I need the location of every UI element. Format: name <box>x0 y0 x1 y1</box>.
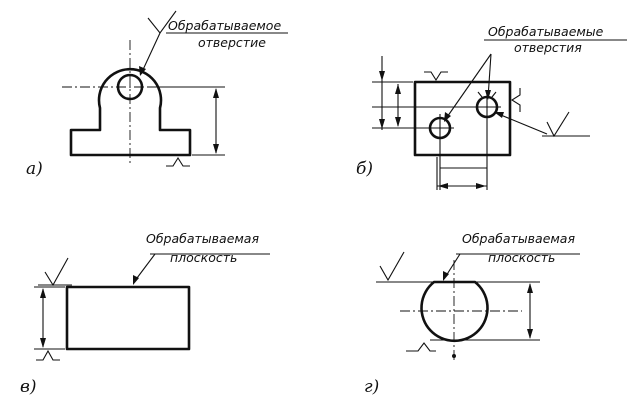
figure-a-dimension-arrow-top <box>213 88 219 98</box>
figure-g: Обрабатываемая плоскость г) <box>364 231 580 397</box>
figure-b-dimension-arrow-outer-top <box>379 71 385 81</box>
figure-b-hole-tick-2 <box>491 91 497 98</box>
figure-v-caption: в) <box>20 377 37 397</box>
figure-b-leader-arrow-right <box>485 90 491 100</box>
figure-g-datum-symbol <box>406 342 436 352</box>
figure-g-caption: г) <box>364 377 379 397</box>
figure-b-roughness-mark <box>546 111 570 138</box>
figure-v: Обрабатываемая плоскость в) <box>20 231 270 397</box>
figure-a-label-line2: отверстие <box>198 35 266 50</box>
figure-a-part-outline <box>69 67 192 157</box>
figure-b-leader-arrow-left <box>444 112 451 122</box>
figure-v-dimension-arrow-top <box>40 288 46 298</box>
figure-g-leader-arrow <box>443 271 449 281</box>
figure-b-datum-symbol-top <box>424 71 448 82</box>
figure-b-leader-left-hole <box>444 53 492 121</box>
figure-g-label-line1: Обрабатываемая <box>462 231 575 246</box>
figure-a: Обрабатываемое отверстие а) <box>26 10 288 179</box>
figure-g-dimension-arrow-bottom <box>527 329 533 339</box>
figure-v-roughness-mark <box>44 257 69 287</box>
figure-b: Обрабатываемые отверстия б) <box>356 24 627 190</box>
figure-b-roughness-leader-arrow <box>494 112 504 118</box>
figure-b-dimension-arrow-outer-bottom <box>379 119 385 129</box>
figure-b-dimension-arrow-inner-top <box>395 84 401 94</box>
figure-v-label-line2: плоскость <box>170 250 237 265</box>
figure-g-roughness-mark <box>379 251 405 282</box>
figure-a-leader-line <box>140 32 161 75</box>
figure-g-center-dot <box>452 354 456 358</box>
figure-b-dimension-arrow-lower-left <box>438 183 448 189</box>
figure-g-part-outline <box>420 280 489 343</box>
figure-b-datum-symbol-right <box>510 88 521 112</box>
figure-a-dimension-arrow-bottom <box>213 144 219 154</box>
figure-v-leader-arrow <box>133 275 139 285</box>
figure-b-label-line1: Обрабатываемые <box>488 24 604 39</box>
figure-v-label-line1: Обрабатываемая <box>146 231 259 246</box>
figure-b-hole-tick-1 <box>477 91 483 98</box>
figure-b-roughness-leader <box>495 112 548 135</box>
figure-a-datum-symbol <box>166 156 190 167</box>
figure-b-label-line2: отверстия <box>514 40 582 55</box>
figure-g-dimension-arrow-top <box>527 283 533 293</box>
figure-v-datum-symbol <box>36 349 60 361</box>
figure-b-dimension-arrow-inner-bottom <box>395 117 401 127</box>
figure-g-label-line2: плоскость <box>488 250 555 265</box>
figure-v-dimension-arrow-bottom <box>40 338 46 348</box>
figure-a-caption: а) <box>26 159 43 179</box>
figure-b-caption: б) <box>356 159 373 179</box>
figure-v-part-outline <box>65 285 191 351</box>
figure-a-label-line1: Обрабатываемое <box>168 18 281 33</box>
figure-b-dimension-arrow-lower-right <box>476 183 486 189</box>
figure-a-leader-arrow <box>139 66 146 76</box>
